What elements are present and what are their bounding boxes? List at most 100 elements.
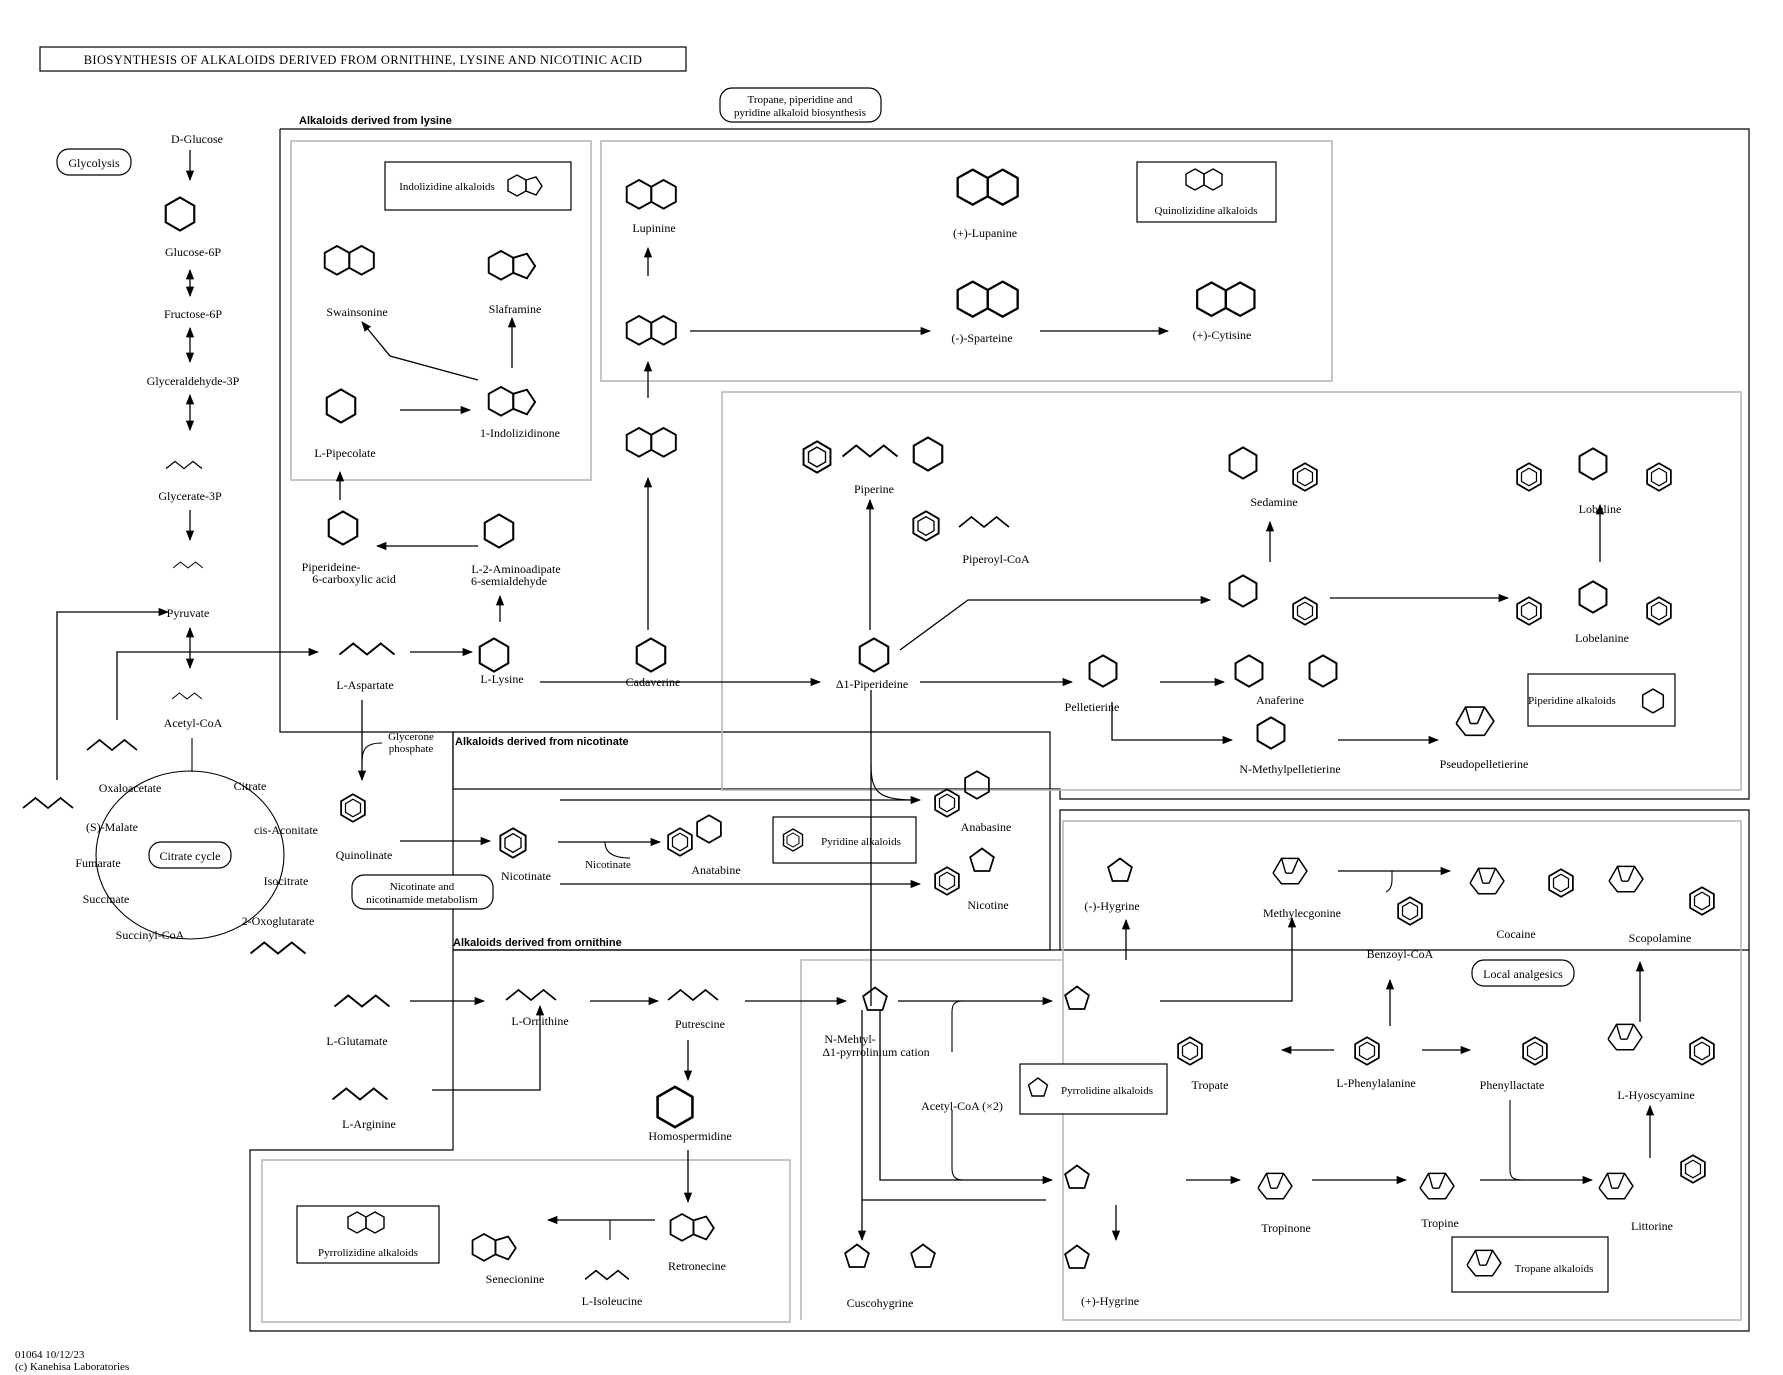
label-1-indolizidinone[interactable]: 1-Indolizidinone: [480, 426, 560, 440]
class-box-tropane[interactable]: Tropane alkaloids: [1451, 1236, 1609, 1293]
local-analgesics-link[interactable]: Local analgesics: [1471, 959, 1575, 987]
svg-text:phosphate: phosphate: [389, 743, 434, 755]
label-n-methyl-pyrrolinium[interactable]: N-Mehtyl-: [824, 1032, 875, 1046]
citrate-cycle-ring: [95, 770, 285, 940]
label-succinyl-coa[interactable]: Succinyl-CoA: [116, 928, 185, 942]
citrate-cycle-link[interactable]: Citrate cycle: [148, 841, 232, 869]
label-lupinine[interactable]: Lupinine: [632, 221, 675, 235]
label-acetyl-coa[interactable]: Acetyl-CoA: [164, 716, 223, 730]
label-minus-sparteine[interactable]: (-)-Sparteine: [951, 331, 1012, 345]
label-l-arginine[interactable]: L-Arginine: [342, 1117, 396, 1131]
label-fumarate[interactable]: Fumarate: [75, 856, 120, 870]
label-slaframine[interactable]: Slaframine: [489, 302, 542, 316]
map-title: BIOSYNTHESIS OF ALKALOIDS DERIVED FROM O…: [84, 53, 643, 67]
label-tropinone[interactable]: Tropinone: [1261, 1221, 1311, 1235]
label-plus-lupanine[interactable]: (+)-Lupanine: [953, 226, 1017, 240]
label-benzoyl-coa[interactable]: Benzoyl-CoA: [1367, 947, 1434, 961]
svg-text:Nicotinate: Nicotinate: [585, 859, 631, 871]
label-2-oxoglutarate[interactable]: 2-Oxoglutarate: [242, 914, 315, 928]
label-methylecgonine[interactable]: Methylecgonine: [1263, 906, 1341, 920]
label-lobelanine[interactable]: Lobelanine: [1575, 631, 1629, 645]
label-cuscohygrine[interactable]: Cuscohygrine: [847, 1296, 914, 1310]
label-retronecine[interactable]: Retronecine: [668, 1259, 726, 1273]
label-l-2-aminoadipate[interactable]: L-2-Aminoadipate: [471, 562, 560, 576]
label-minus-hygrine[interactable]: (-)-Hygrine: [1084, 899, 1139, 913]
label-d-glucose[interactable]: D-Glucose: [171, 132, 223, 146]
label-acetyl-coa-x2[interactable]: Acetyl-CoA (×2): [921, 1099, 1003, 1113]
title-box: BIOSYNTHESIS OF ALKALOIDS DERIVED FROM O…: [39, 46, 687, 72]
svg-text:pyridine alkaloid biosynthesis: pyridine alkaloid biosynthesis: [734, 107, 866, 119]
svg-text:Citrate cycle: Citrate cycle: [160, 849, 221, 863]
class-box-quinolizidine[interactable]: Quinolizidine alkaloids: [1136, 161, 1277, 223]
label-citrate[interactable]: Citrate: [234, 779, 267, 793]
label-lobeline[interactable]: Lobeline: [1579, 502, 1622, 516]
label-d1-piperideine[interactable]: Δ1-Piperideine: [836, 677, 908, 691]
label-plus-cytisine[interactable]: (+)-Cytisine: [1193, 328, 1252, 342]
label-l-pipecolate[interactable]: L-Pipecolate: [314, 446, 375, 460]
class-box-pyridine[interactable]: Pyridine alkaloids: [772, 816, 917, 864]
section-title-ornithine: Alkaloids derived from ornithine: [453, 937, 622, 949]
reaction-arrows: [56, 150, 1655, 1242]
label-n-methylpelletierine[interactable]: N-Methylpelletierine: [1239, 762, 1340, 776]
label-glyceraldehyde-3p[interactable]: Glyceraldehyde-3P: [147, 374, 240, 388]
svg-text:Piperidine alkaloids: Piperidine alkaloids: [1528, 695, 1616, 707]
label-l-glutamate[interactable]: L-Glutamate: [326, 1034, 387, 1048]
label-piperine[interactable]: Piperine: [854, 482, 894, 496]
label-isocitrate[interactable]: Isocitrate: [264, 874, 309, 888]
svg-text:Pyrrolizidine alkaloids: Pyrrolizidine alkaloids: [318, 1247, 418, 1259]
label-scopolamine[interactable]: Scopolamine: [1629, 931, 1692, 945]
svg-text:Local analgesics: Local analgesics: [1483, 967, 1563, 981]
label-anaferine[interactable]: Anaferine: [1256, 693, 1304, 707]
label-s-malate[interactable]: (S)-Malate: [86, 820, 138, 834]
label-tropate[interactable]: Tropate: [1192, 1078, 1229, 1092]
class-box-pyrrolidine[interactable]: Pyrrolidine alkaloids: [1019, 1063, 1168, 1115]
svg-text:Pyridine alkaloids: Pyridine alkaloids: [821, 836, 901, 848]
label-anabasine[interactable]: Anabasine: [961, 820, 1012, 834]
label-glucose-6p[interactable]: Glucose-6P: [165, 245, 221, 259]
label-phenyllactate[interactable]: Phenyllactate: [1480, 1078, 1545, 1092]
label-nicotinate[interactable]: Nicotinate: [501, 869, 551, 883]
label-plus-hygrine[interactable]: (+)-Hygrine: [1081, 1294, 1139, 1308]
class-box-indolizidine[interactable]: Indolizidine alkaloids: [384, 161, 572, 211]
label-nicotine[interactable]: Nicotine: [967, 898, 1008, 912]
svg-text:Nicotinate and: Nicotinate and: [390, 881, 455, 893]
label-piperoyl-coa[interactable]: Piperoyl-CoA: [962, 552, 1030, 566]
section-frames: [249, 128, 1750, 1332]
compound-labels: D-Glucose Glucose-6P Fructose-6P Glycera…: [75, 132, 1694, 1310]
label-l-lysine[interactable]: L-Lysine: [480, 672, 523, 686]
label-pyruvate[interactable]: Pyruvate: [167, 606, 210, 620]
label-l-aspartate[interactable]: L-Aspartate: [336, 678, 393, 692]
label-l-isoleucine[interactable]: L-Isoleucine: [582, 1294, 643, 1308]
label-pelletierine[interactable]: Pelletierine: [1065, 700, 1120, 714]
label-l-ornithine[interactable]: L-Ornithine: [511, 1014, 568, 1028]
svg-text:Δ1-pyrrolinium cation: Δ1-pyrrolinium cation: [822, 1045, 929, 1059]
label-littorine[interactable]: Littorine: [1631, 1219, 1673, 1233]
class-box-piperidine[interactable]: Piperidine alkaloids: [1527, 673, 1676, 727]
label-succinate[interactable]: Succinate: [83, 892, 130, 906]
tropane-pathway-link[interactable]: Tropane, piperidine and pyridine alkaloi…: [719, 87, 882, 123]
svg-text:nicotinamide metabolism: nicotinamide metabolism: [366, 894, 478, 906]
section-title-lysine: Alkaloids derived from lysine: [299, 115, 452, 127]
label-cadaverine[interactable]: Cadaverine: [626, 675, 681, 689]
glycolysis-link[interactable]: Glycolysis: [56, 148, 132, 176]
label-cocaine[interactable]: Cocaine: [1496, 927, 1535, 941]
label-swainsonine[interactable]: Swainsonine: [326, 305, 387, 319]
label-sedamine[interactable]: Sedamine: [1250, 495, 1297, 509]
label-senecionine[interactable]: Senecionine: [486, 1272, 545, 1286]
class-box-pyrrolizidine[interactable]: Pyrrolizidine alkaloids: [296, 1205, 440, 1264]
label-putrescine[interactable]: Putrescine: [675, 1017, 725, 1031]
label-cis-aconitate[interactable]: cis-Aconitate: [254, 823, 318, 837]
label-quinolinate[interactable]: Quinolinate: [336, 848, 393, 862]
nicotinate-metabolism-link[interactable]: Nicotinate and nicotinamide metabolism: [351, 874, 494, 910]
label-homospermidine[interactable]: Homospermidine: [648, 1129, 731, 1143]
label-oxaloacetate[interactable]: Oxaloacetate: [99, 781, 162, 795]
label-tropine[interactable]: Tropine: [1421, 1216, 1459, 1230]
label-l-phenylalanine[interactable]: L-Phenylalanine: [1336, 1076, 1415, 1090]
structure-glyphs: [21, 168, 1715, 1281]
label-pseudopelletierine[interactable]: Pseudopelletierine: [1440, 757, 1529, 771]
label-fructose-6p[interactable]: Fructose-6P: [164, 307, 222, 321]
label-piperideine-6-carboxylic-acid[interactable]: Piperideine-: [302, 560, 361, 574]
label-glycerate-3p[interactable]: Glycerate-3P: [158, 489, 222, 503]
label-l-hyoscyamine[interactable]: L-Hyoscyamine: [1617, 1088, 1694, 1102]
label-anatabine[interactable]: Anatabine: [691, 863, 740, 877]
